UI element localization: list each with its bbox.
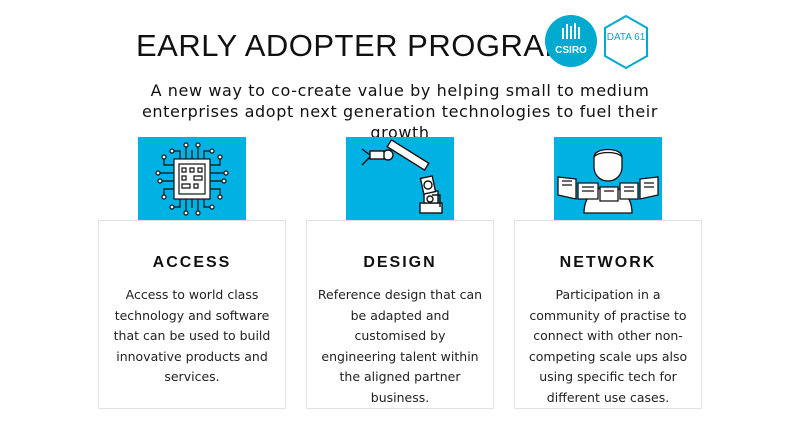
data61-logo-text: DATA 61 bbox=[607, 32, 646, 43]
icon-box-design bbox=[346, 137, 454, 221]
card-title: DESIGN bbox=[363, 254, 437, 271]
card-title: NETWORK bbox=[559, 254, 657, 271]
csiro-logo: CSIRO bbox=[544, 14, 598, 68]
page-title: EARLY ADOPTER PROGRAM bbox=[136, 28, 571, 63]
robot-arm-icon bbox=[361, 138, 443, 214]
data61-logo: DATA 61 bbox=[602, 14, 650, 70]
card-title: ACCESS bbox=[152, 254, 232, 271]
person-screens-icon bbox=[557, 148, 659, 214]
card-network: NETWORK Participation in a community of … bbox=[514, 220, 702, 409]
card-design: DESIGN Reference design that can be adap… bbox=[306, 220, 494, 409]
card-access: ACCESS Access to world class technology … bbox=[98, 220, 286, 409]
icon-box-access bbox=[138, 137, 246, 221]
csiro-logo-text: CSIRO bbox=[555, 45, 587, 56]
card-text: Participation in a community of practise… bbox=[528, 287, 688, 405]
icon-box-network bbox=[554, 137, 662, 221]
page-subtitle: A new way to co-create value by helping … bbox=[141, 81, 659, 142]
circuit-chip-icon bbox=[155, 142, 229, 216]
card-text: Access to world class technology and sof… bbox=[113, 287, 271, 384]
card-text: Reference design that can be adapted and… bbox=[317, 287, 483, 405]
